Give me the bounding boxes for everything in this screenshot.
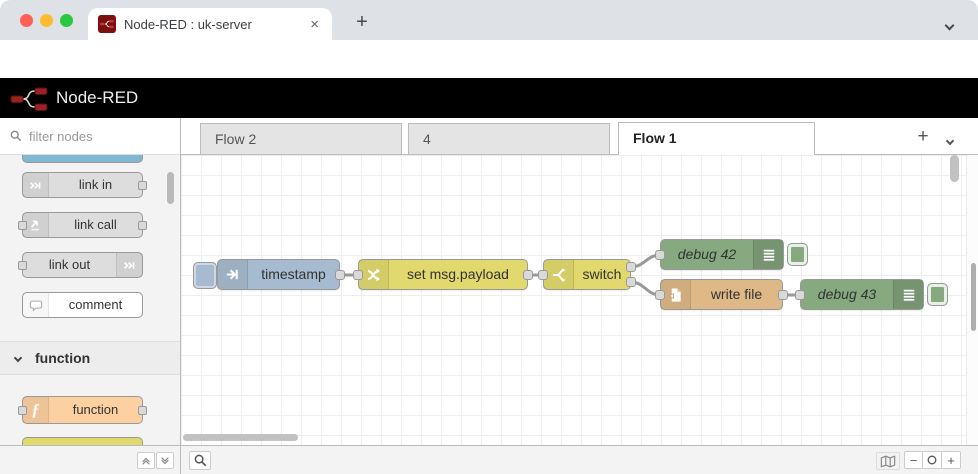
zoom-reset-icon — [927, 455, 937, 465]
comment-icon — [23, 293, 49, 317]
search-icon — [10, 130, 22, 142]
input-port[interactable] — [538, 270, 548, 280]
flow-tab-flow2[interactable]: Flow 2 — [200, 123, 402, 155]
tab-search-chevron-icon[interactable] — [944, 16, 955, 34]
palette-node-link-out[interactable]: link out — [18, 252, 143, 278]
palette-node-function[interactable]: ƒ function — [18, 396, 147, 424]
flow-tab-4[interactable]: 4 — [408, 123, 610, 155]
debug-sidebar-icon — [753, 240, 783, 269]
flow-canvas[interactable]: timestamp set msg.payload switch debug 4… — [181, 155, 966, 445]
output-port — [138, 406, 147, 415]
link-in-icon — [23, 173, 49, 197]
debug-toggle-button[interactable] — [787, 243, 808, 266]
flow-node-debug43[interactable]: debug 43 — [800, 279, 924, 310]
traffic-light-close[interactable] — [20, 14, 33, 27]
input-port[interactable] — [353, 270, 363, 280]
palette-node-link-call[interactable]: link call — [18, 212, 147, 238]
output-port — [138, 181, 147, 190]
map-icon — [880, 455, 896, 467]
zoom-controls: − + — [904, 451, 961, 469]
change-icon — [359, 260, 389, 289]
debug-sidebar-icon — [893, 280, 923, 309]
debug-toggle-button[interactable] — [927, 283, 948, 306]
palette-filter — [0, 118, 180, 155]
app-title: Node-RED — [56, 88, 139, 107]
search-icon — [194, 454, 206, 467]
tab-title: Node-RED : uk-server — [124, 16, 252, 32]
inject-trigger-button[interactable] — [193, 262, 217, 289]
output-port — [138, 221, 147, 230]
output-port-2[interactable] — [626, 277, 636, 287]
nodered-favicon — [98, 15, 116, 33]
page-scrollbar[interactable] — [971, 263, 976, 331]
file-icon — [661, 280, 691, 309]
palette-node-link-in[interactable]: link in — [22, 172, 147, 198]
nodered-logo — [10, 85, 50, 116]
input-port — [18, 221, 27, 230]
palette-scroll-area[interactable]: link in link call link out — [0, 155, 180, 445]
traffic-light-minimize[interactable] — [40, 14, 53, 27]
input-port — [18, 261, 27, 270]
tab-close-button[interactable]: × — [310, 15, 319, 33]
output-port-1[interactable] — [626, 262, 636, 272]
flow-node-debug42[interactable]: debug 42 — [660, 239, 784, 270]
inject-icon — [218, 260, 248, 289]
flow-node-change[interactable]: set msg.payload — [358, 259, 528, 290]
input-port[interactable] — [795, 290, 805, 300]
browser-toolbar: Not Secure uk-server :2718/#flow/a5d542f… — [0, 40, 978, 113]
palette-collapse-down-button[interactable] — [156, 452, 174, 469]
palette-filter-input[interactable] — [29, 128, 159, 144]
flow-node-inject[interactable]: timestamp — [217, 259, 340, 290]
palette-scrollbar[interactable] — [167, 172, 174, 204]
switch-icon — [544, 260, 574, 289]
link-call-icon — [23, 213, 49, 237]
browser-tab[interactable]: Node-RED : uk-server × — [88, 8, 332, 40]
palette-node-partial-bottom[interactable] — [22, 437, 143, 445]
editor-footer: − + — [0, 445, 978, 474]
footer-divider — [180, 446, 181, 474]
output-port[interactable] — [335, 270, 345, 280]
function-icon: ƒ — [23, 397, 49, 423]
category-collapse-chevron-icon — [13, 353, 23, 363]
node-palette: link in link call link out — [0, 118, 181, 445]
zoom-out-button[interactable]: − — [904, 451, 923, 469]
input-port — [18, 406, 27, 415]
input-port[interactable] — [655, 250, 665, 260]
canvas-vertical-scrollbar[interactable] — [950, 155, 959, 182]
browser-tab-strip: Node-RED : uk-server × + — [0, 0, 978, 40]
right-scroll-gutter — [966, 155, 978, 445]
flow-node-write-file[interactable]: write file — [660, 279, 783, 310]
add-flow-button[interactable]: + — [917, 126, 929, 147]
palette-node-partial-top[interactable] — [22, 155, 143, 163]
canvas-horizontal-scrollbar[interactable] — [183, 434, 298, 441]
flow-tab-flow1[interactable]: Flow 1 — [618, 122, 815, 155]
navigator-toggle-button[interactable] — [876, 452, 900, 470]
workspace-tab-bar: Flow 2 4 Flow 1 + — [181, 118, 978, 155]
flow-node-switch[interactable]: switch — [543, 259, 631, 290]
output-port[interactable] — [523, 270, 533, 280]
palette-node-comment[interactable]: comment — [22, 292, 143, 318]
nodered-header: Node-RED Deploy — [0, 78, 978, 191]
palette-category-function[interactable]: function — [0, 341, 180, 375]
zoom-reset-button[interactable] — [923, 451, 942, 469]
zoom-in-button[interactable]: + — [942, 451, 961, 469]
search-flows-button[interactable] — [189, 451, 211, 470]
input-port[interactable] — [655, 290, 665, 300]
output-port[interactable] — [778, 290, 788, 300]
flow-list-chevron-icon[interactable] — [945, 131, 955, 149]
new-tab-button[interactable]: + — [356, 11, 368, 33]
palette-collapse-up-button[interactable] — [137, 452, 155, 469]
traffic-light-zoom[interactable] — [60, 14, 73, 27]
link-out-icon — [116, 253, 142, 277]
